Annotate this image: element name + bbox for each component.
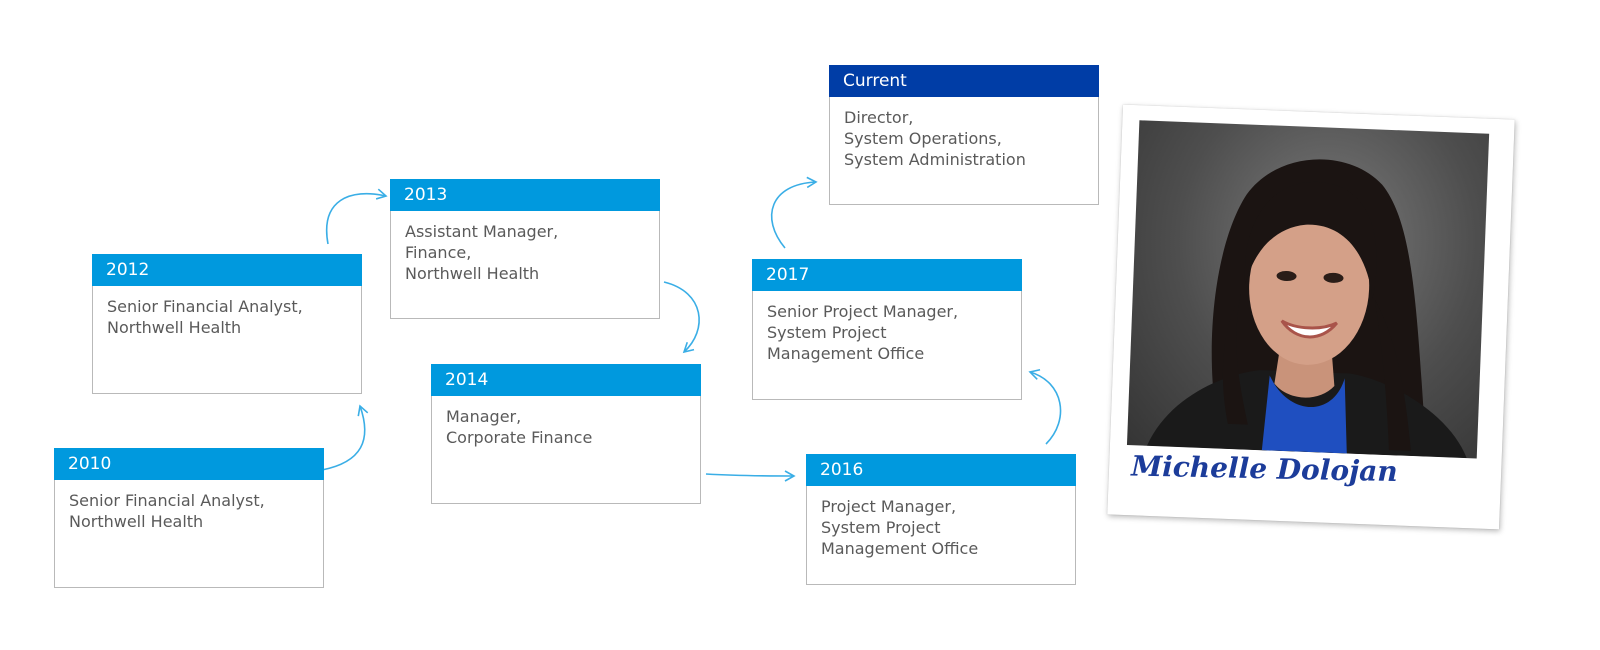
card-year: 2012 — [92, 254, 362, 286]
card-role-line: Northwell Health — [69, 512, 204, 531]
arrow-2013-to-2014 — [663, 281, 700, 354]
timeline-card-current: Current Director, System Operations, Sys… — [829, 65, 1099, 205]
card-year: 2014 — [431, 364, 701, 396]
arrow-2014-to-2016 — [705, 470, 796, 482]
card-role-line: Management Office — [821, 539, 979, 558]
timeline-card-2017: 2017 Senior Project Manager, System Proj… — [752, 259, 1022, 400]
timeline-card-2010: 2010 Senior Financial Analyst, Northwell… — [54, 448, 324, 588]
card-role: Director, System Operations, System Admi… — [830, 97, 1098, 180]
card-role-line: Northwell Health — [107, 318, 242, 337]
card-role-line: Senior Financial Analyst, — [69, 491, 265, 510]
timeline-card-2014: 2014 Manager, Corporate Finance — [431, 364, 701, 504]
name-signature: Michelle Dolojan — [1130, 449, 1399, 489]
card-role-line: Project Manager, — [821, 497, 957, 516]
card-role-line: System Administration — [844, 150, 1026, 169]
card-role: Senior Financial Analyst, Northwell Heal… — [93, 286, 361, 348]
card-role-line: Northwell Health — [405, 264, 540, 283]
card-year: 2016 — [806, 454, 1076, 486]
timeline-card-2013: 2013 Assistant Manager, Finance, Northwe… — [390, 179, 660, 319]
card-role-line: Management Office — [767, 344, 925, 363]
card-role: Assistant Manager, Finance, Northwell He… — [391, 211, 659, 294]
card-role-line: Finance, — [405, 243, 472, 262]
card-role: Senior Financial Analyst, Northwell Heal… — [55, 480, 323, 542]
card-role-line: System Operations, — [844, 129, 1002, 148]
arrow-2017-to-current — [770, 176, 818, 249]
timeline-card-2016: 2016 Project Manager, System Project Man… — [806, 454, 1076, 585]
portrait-illustration — [1146, 159, 1467, 459]
card-role: Manager, Corporate Finance — [432, 396, 700, 458]
card-role: Project Manager, System Project Manageme… — [807, 486, 1075, 569]
card-year: 2010 — [54, 448, 324, 480]
card-year: Current — [829, 65, 1099, 97]
portrait-photo — [1126, 120, 1490, 459]
card-role: Senior Project Manager, System Project M… — [753, 291, 1021, 374]
arrow-2010-to-2012 — [321, 404, 369, 471]
polaroid-photo-frame: Michelle Dolojan — [1107, 104, 1515, 530]
arrow-2012-to-2013 — [325, 188, 388, 245]
arrow-2016-to-2017 — [1028, 368, 1062, 445]
card-role-line: Corporate Finance — [446, 428, 593, 447]
card-role-line: Senior Project Manager, — [767, 302, 959, 321]
card-role-line: Assistant Manager, — [405, 222, 559, 241]
card-year: 2013 — [390, 179, 660, 211]
card-role-line: System Project — [767, 323, 887, 342]
card-role-line: Manager, — [446, 407, 522, 426]
card-role-line: Director, — [844, 108, 914, 127]
card-role-line: System Project — [821, 518, 941, 537]
card-role-line: Senior Financial Analyst, — [107, 297, 303, 316]
card-year: 2017 — [752, 259, 1022, 291]
timeline-card-2012: 2012 Senior Financial Analyst, Northwell… — [92, 254, 362, 394]
